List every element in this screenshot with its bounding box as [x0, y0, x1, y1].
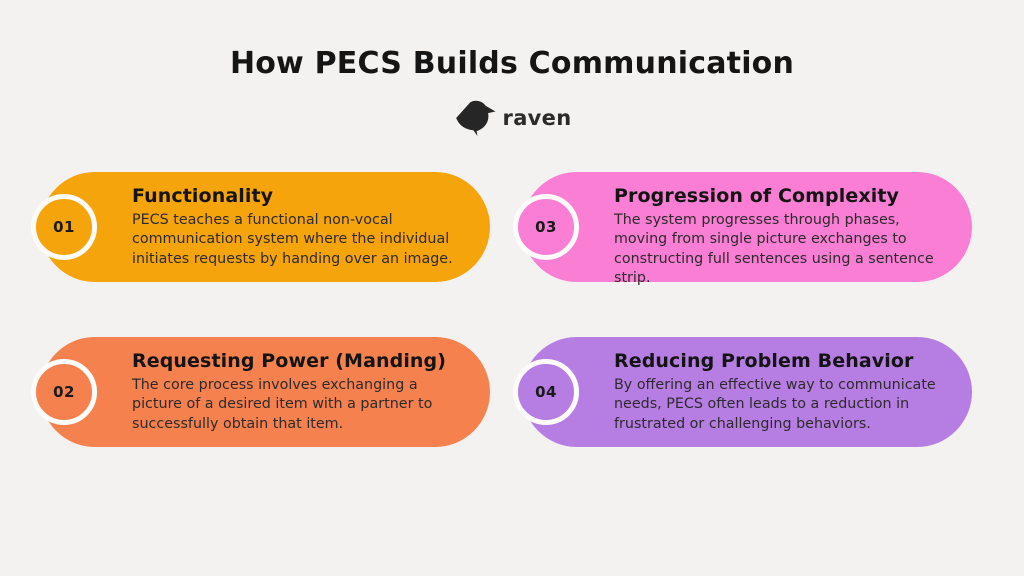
- card-title: Progression of Complexity: [614, 185, 899, 207]
- card-content: Functionality PECS teaches a functional …: [132, 172, 468, 282]
- card-functionality: 01 Functionality PECS teaches a function…: [31, 172, 490, 282]
- step-number-badge-04: 04: [513, 359, 579, 425]
- card-reducing-problem-behavior: 04 Reducing Problem Behavior By offering…: [513, 337, 972, 447]
- brand-name: raven: [502, 106, 572, 130]
- page-title: How PECS Builds Communication: [229, 46, 795, 81]
- card-content: Progression of Complexity The system pro…: [614, 172, 950, 286]
- brand-logo: raven: [0, 98, 1024, 138]
- step-number: 02: [53, 383, 75, 401]
- card-content: Requesting Power (Manding) The core proc…: [132, 337, 468, 447]
- card-title: Requesting Power (Manding): [132, 350, 447, 372]
- step-number-badge-02: 02: [31, 359, 97, 425]
- step-number: 04: [535, 383, 557, 401]
- card-title: Reducing Problem Behavior: [614, 350, 914, 372]
- card-title: Functionality: [132, 185, 274, 207]
- step-number-badge-03: 03: [513, 194, 579, 260]
- card-requesting-power: 02 Requesting Power (Manding) The core p…: [31, 337, 490, 447]
- raven-bird-icon: [455, 100, 495, 136]
- card-description: By offering an effective way to communic…: [614, 377, 936, 432]
- step-number-badge-01: 01: [31, 194, 97, 260]
- card-description: The core process involves exchanging a p…: [132, 377, 433, 432]
- step-number: 01: [53, 218, 75, 236]
- card-description: PECS teaches a functional non-vocal comm…: [132, 212, 453, 267]
- card-description: The system progresses through phases, mo…: [614, 212, 934, 287]
- card-progression-of-complexity: 03 Progression of Complexity The system …: [513, 172, 972, 286]
- step-number: 03: [535, 218, 557, 236]
- card-content: Reducing Problem Behavior By offering an…: [614, 337, 950, 447]
